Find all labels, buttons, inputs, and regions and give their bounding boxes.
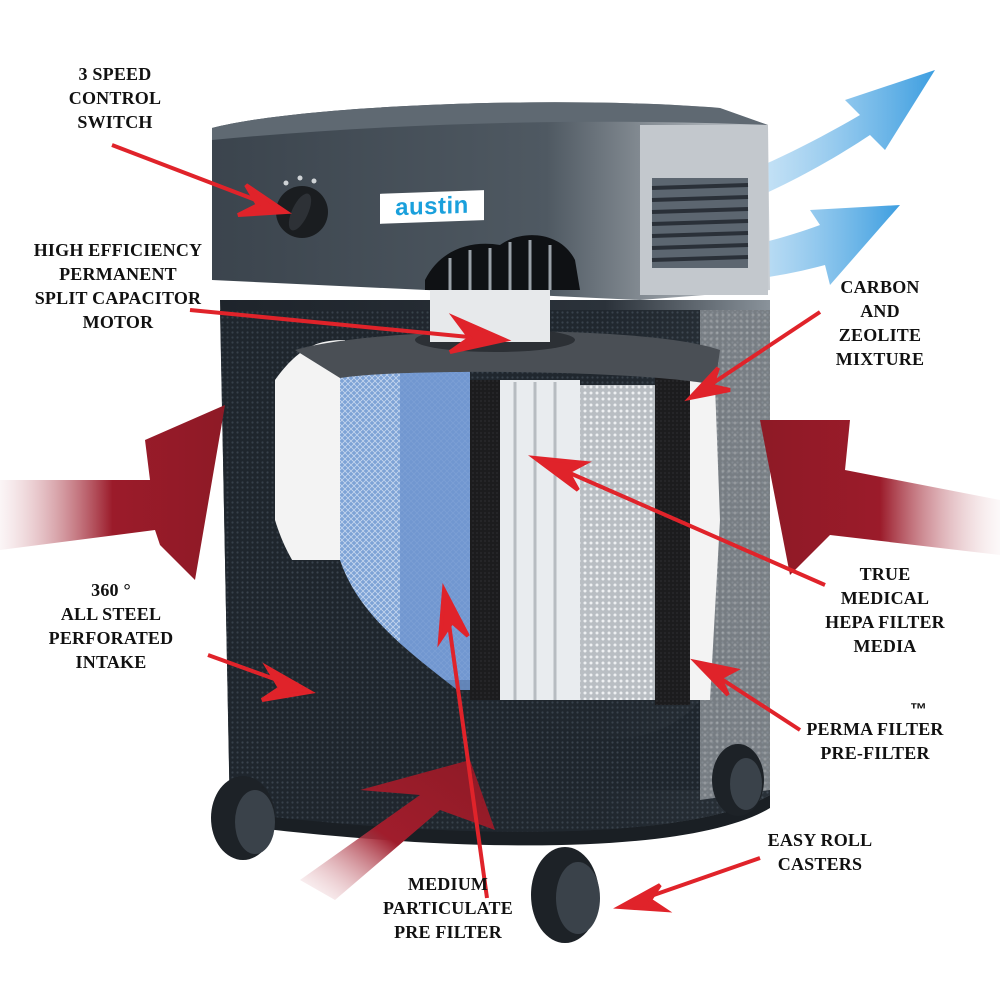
- label-perforated-intake: 360 ° ALL STEEL PERFORATED INTAKE: [48, 580, 174, 672]
- label-3-speed-control-switch: 3 SPEED CONTROL SWITCH: [68, 64, 162, 132]
- top-housing: [212, 102, 770, 300]
- brand-logo: austin: [380, 190, 484, 224]
- trademark-symbol: ™: [910, 700, 927, 719]
- casters: [211, 744, 764, 943]
- callout-arrows: [111, 143, 826, 913]
- label-motor: HIGH EFFICIENCY PERMANENT SPLIT CAPACITO…: [33, 240, 203, 332]
- speed-control-knob[interactable]: [276, 175, 328, 239]
- filter-cutaway: [240, 290, 720, 790]
- label-carbon-zeolite-mixture: CARBON AND ZEOLITE MIXTURE: [835, 277, 925, 369]
- label-easy-roll-casters: EASY ROLL CASTERS: [767, 830, 873, 874]
- fan-grille: [425, 235, 580, 290]
- label-medium-particulate-pre-filter: MEDIUM PARTICULATE PRE FILTER: [383, 874, 513, 942]
- exhaust-vent: [651, 178, 749, 268]
- intake-airflow-arrows: [0, 405, 1000, 900]
- label-perma-filter-pre-filter: PERMA FILTER PRE-FILTER: [806, 719, 944, 763]
- label-hepa-filter-media: TRUE MEDICAL HEPA FILTER MEDIA: [825, 564, 945, 656]
